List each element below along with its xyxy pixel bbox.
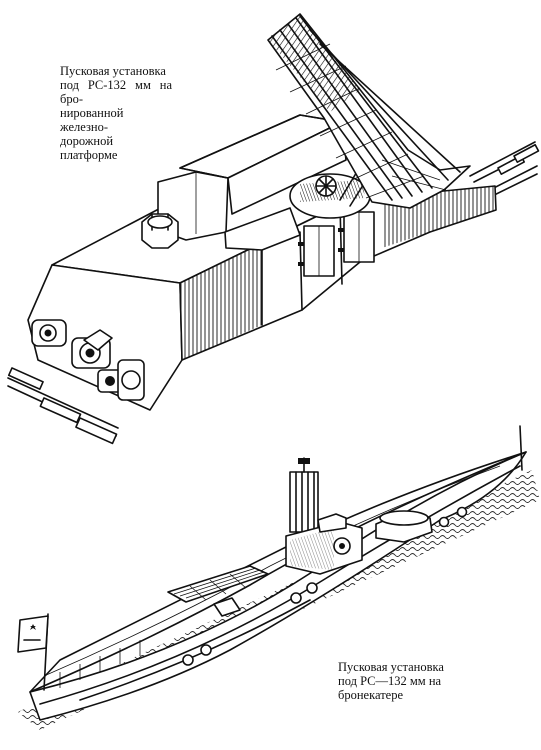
stern-flag — [17, 613, 49, 691]
end-face-gun-ports — [31, 319, 145, 401]
caption-line: бронекатере — [338, 688, 404, 702]
armored-rail-platform-drawing — [7, 13, 540, 445]
forward-turret — [375, 510, 433, 543]
caption-rail-platform: Пусковая установка под РС-132 мм на бро-… — [60, 64, 172, 162]
boat-rocket-launcher-cage — [289, 457, 319, 533]
aft-rocket-rails — [167, 565, 269, 617]
deck-railing — [43, 465, 501, 677]
cabin-side — [227, 121, 347, 215]
octagonal-hatch — [141, 213, 179, 249]
armored-boat-drawing — [17, 425, 540, 730]
caption-line: нированной железно- — [60, 106, 124, 134]
midship-superstructure — [285, 513, 363, 575]
deck-box — [224, 207, 301, 251]
caption-line: дорожной платформе — [60, 134, 118, 162]
caption-armored-boat: Пусковая установка под РС—132 мм на брон… — [338, 660, 465, 702]
rocket-launcher-rails — [267, 13, 471, 209]
bow-mast — [519, 425, 523, 471]
launcher-turntable — [289, 149, 381, 219]
caption-line: под РС—132 мм на — [338, 674, 442, 688]
caption-line: Пусковая установка — [338, 660, 444, 674]
caption-line: Пусковая установка — [60, 64, 166, 78]
caption-line: под РС-132 мм на бро- — [60, 78, 172, 106]
hull-portholes — [182, 506, 468, 666]
